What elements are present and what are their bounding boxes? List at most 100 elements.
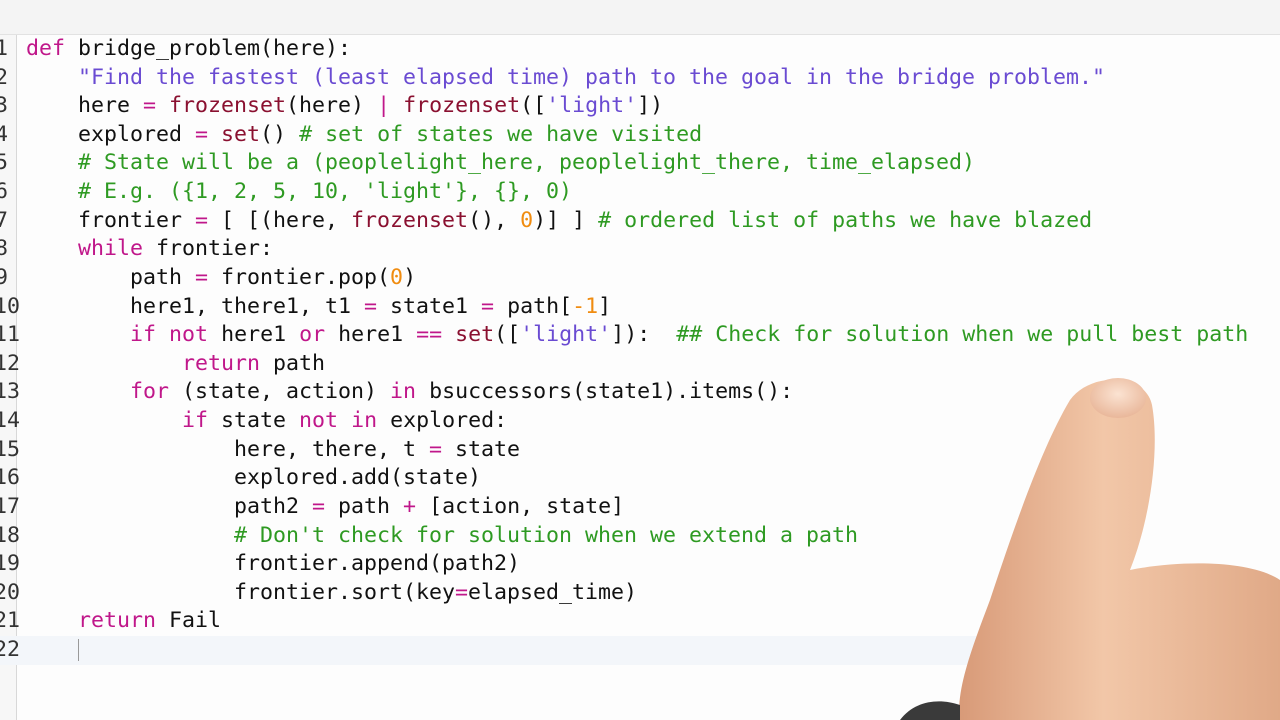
token-kw: not [169,322,209,348]
code-line[interactable]: 13 for (state, action) in bsuccessors(st… [0,378,1280,407]
code-text: here, there, t = state [26,436,520,465]
token-bi: frozenset [351,207,469,233]
token-text [26,523,234,548]
token-kw: for [130,379,170,405]
line-number: 22 [0,637,21,663]
code-line[interactable]: 19 frontier.append(path2) [0,550,1280,579]
token-text: explored: [377,408,508,434]
token-text: )] ] [533,207,599,233]
token-text: ([ [494,322,521,348]
code-text: while frontier: [26,235,273,264]
code-text: # Don't check for solution when we exten… [26,522,858,551]
code-text: here = frozenset(here) | frozenset(['lig… [26,92,663,121]
token-text: [action, state] [416,493,625,519]
code-text: if state not in explored: [26,407,507,436]
code-line[interactable]: 20 frontier.sort(key=elapsed_time) [0,579,1280,608]
token-kw: in [390,379,417,405]
code-line[interactable]: 4 explored = set() # set of states we ha… [0,121,1280,150]
token-op: = [312,493,326,519]
token-text: here1 [208,322,300,348]
token-text: path[ [494,293,573,319]
code-line[interactable]: 6 # E.g. ({1, 2, 5, 10, 'light'}, {}, 0) [0,178,1280,207]
token-num: -1 [572,293,599,319]
code-line[interactable]: 12 return path [0,350,1280,379]
token-text: Fail [156,608,222,634]
line-number: 11 [0,322,21,348]
code-line[interactable]: 2 "Find the fastest (least elapsed time)… [0,64,1280,93]
line-number: 10 [0,293,21,319]
token-text [26,379,130,404]
token-bi: frozenset [390,93,521,119]
code-line[interactable]: 11 if not here1 or here1 == set(['light'… [0,321,1280,350]
token-bi: frozenset [156,93,287,119]
code-text: return Fail [26,607,221,636]
code-line[interactable]: 8 while frontier: [0,235,1280,264]
token-kw: in [351,408,378,434]
code-line[interactable]: 16 explored.add(state) [0,464,1280,493]
token-text [26,65,78,90]
code-line[interactable]: 14 if state not in explored: [0,407,1280,436]
code-line[interactable]: 15 here, there, t = state [0,436,1280,465]
token-op: = [481,293,495,319]
token-text [26,637,78,662]
token-text [26,608,78,633]
line-number: 12 [0,350,21,376]
line-number: 8 [0,236,8,262]
token-text [26,150,78,175]
token-text [26,179,78,204]
code-line[interactable]: 22 [0,636,1280,665]
token-kw: if [130,322,157,348]
token-text: (state, action) [169,379,391,405]
code-text: explored = set() # set of states we have… [26,121,702,150]
code-line[interactable]: 21 return Fail [0,607,1280,636]
line-number: 14 [0,408,21,434]
token-text [338,408,351,433]
token-bi: set [208,121,261,147]
editor-top-bar [0,0,1280,35]
token-text: path [26,264,196,290]
token-text: here1 [325,322,417,348]
token-op: + [403,493,417,519]
code-line[interactable]: 7 frontier = [ [(here, frozenset(), 0)] … [0,207,1280,236]
line-number: 7 [0,207,8,233]
token-text: [ [(here, [208,207,352,233]
token-text [26,351,182,376]
code-line[interactable]: 3 here = frozenset(here) | frozenset(['l… [0,92,1280,121]
line-number: 5 [0,150,8,176]
code-line[interactable]: 10 here1, there1, t1 = state1 = path[-1] [0,293,1280,322]
code-text: here1, there1, t1 = state1 = path[-1] [26,293,611,322]
code-text: if not here1 or here1 == set(['light']):… [26,321,1248,350]
code-line[interactable]: 9 path = frontier.pop(0) [0,264,1280,293]
token-text: frontier.append(path2) [26,551,521,577]
token-cm: # ordered list of paths we have blazed [598,207,1093,233]
code-text: "Find the fastest (least elapsed time) p… [26,64,1105,93]
token-op: = [364,293,378,319]
token-text: path [260,350,326,376]
token-text: here1, there1, t1 [26,293,365,319]
line-number: 18 [0,522,21,548]
line-number: 6 [0,179,8,205]
token-kw: while [78,236,144,262]
token-text: state [208,408,300,434]
token-text: explored [26,121,196,147]
line-number: 16 [0,465,21,491]
token-op: = [143,93,157,119]
token-kw: not [299,408,339,434]
token-text: (here) [286,93,378,119]
code-text: # State will be a (peoplelight_here, peo… [26,149,975,178]
token-str: 'light' [546,93,638,119]
code-line[interactable]: 5 # State will be a (peoplelight_here, p… [0,149,1280,178]
token-text: ]) [637,93,664,119]
line-number: 4 [0,121,8,147]
token-num: 0 [390,264,404,290]
code-text: # E.g. ({1, 2, 5, 10, 'light'}, {}, 0) [26,178,572,207]
token-text: frontier [26,207,196,233]
line-number: 1 [0,36,8,61]
code-line[interactable]: 17 path2 = path + [action, state] [0,493,1280,522]
code-text: explored.add(state) [26,464,481,493]
token-bi: set [455,322,495,348]
code-line[interactable]: 18 # Don't check for solution when we ex… [0,522,1280,551]
token-text: here, there, t [26,436,430,462]
line-number: 17 [0,493,21,519]
